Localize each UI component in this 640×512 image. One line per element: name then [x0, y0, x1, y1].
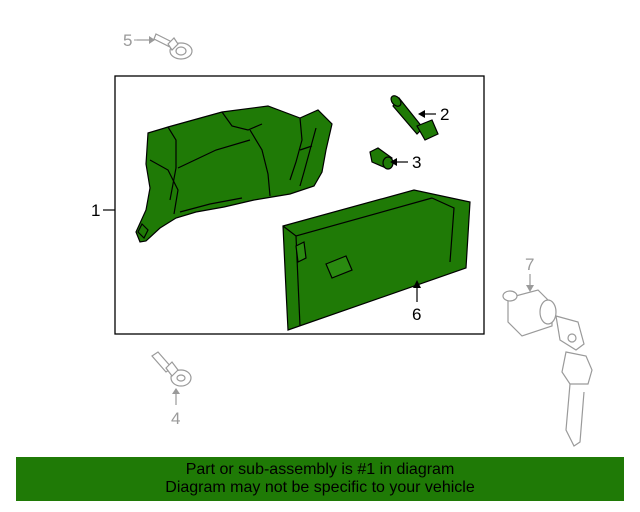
part-4-bolt: [151, 351, 192, 405]
callout-7: 7: [525, 255, 535, 274]
callout-3: 3: [412, 153, 422, 172]
banner-line-1: Part or sub-assembly is #1 in diagram: [185, 461, 455, 478]
assembly-frame: [114, 75, 485, 335]
leader-lines: [103, 110, 436, 302]
part-3-clip: [369, 147, 394, 170]
callout-4: 4: [171, 409, 181, 428]
callout-5: 5: [123, 31, 133, 50]
callout-2: 2: [440, 105, 450, 124]
callout-6: 6: [412, 305, 422, 324]
part-7-lock-and-key: [502, 274, 593, 447]
part-5-bolt: [137, 33, 193, 60]
part-6-door: [282, 189, 471, 331]
callout-1: 1: [91, 201, 101, 220]
info-banner: Part or sub-assembly is #1 in diagram Di…: [16, 457, 624, 501]
part-2-damper: [390, 95, 439, 141]
banner-line-2: Diagram may not be specific to your vehi…: [165, 479, 475, 496]
part-1-housing: [135, 105, 333, 243]
